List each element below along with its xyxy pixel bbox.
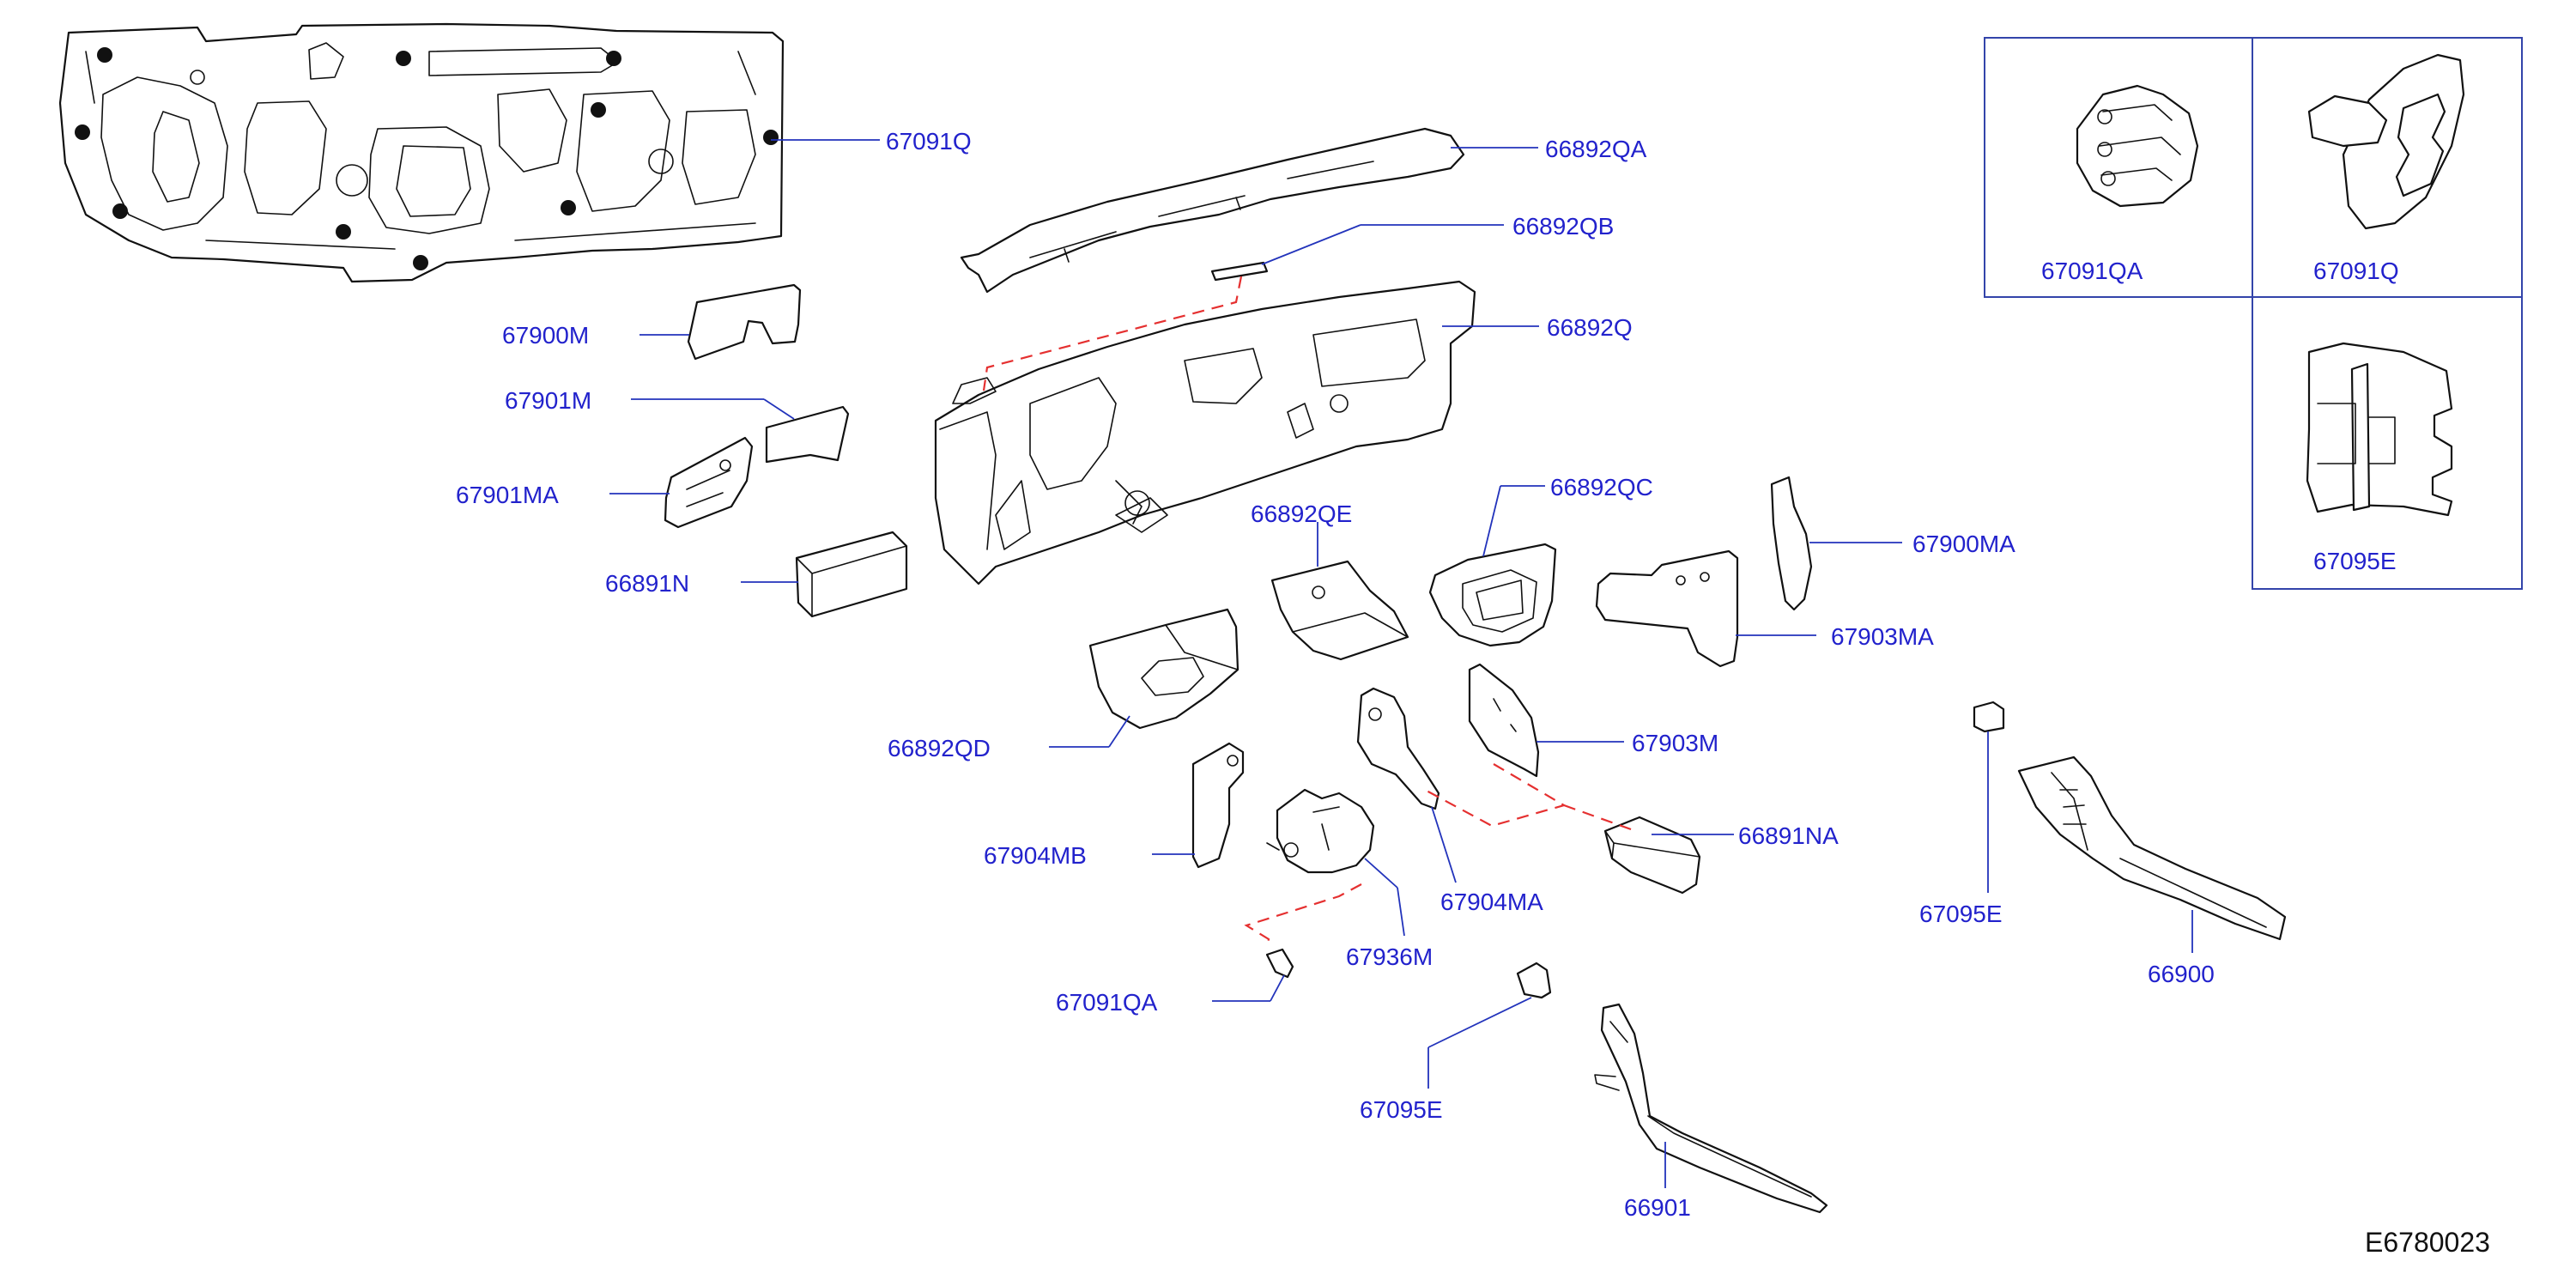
label-67904MB[interactable]: 67904MB (984, 842, 1087, 869)
inset-clip-67091QA (2076, 84, 2199, 208)
part-67095E-left (1516, 962, 1552, 999)
label-67900M[interactable]: 67900M (502, 322, 589, 349)
label-66891NA[interactable]: 66891NA (1738, 822, 1839, 849)
label-67903M[interactable]: 67903M (1632, 730, 1718, 756)
part-67900M (687, 283, 802, 361)
label-67091QA[interactable]: 67091QA (1056, 989, 1158, 1016)
label-67901M[interactable]: 67901M (505, 387, 591, 414)
part-67903M (1468, 663, 1540, 778)
label-67900MA[interactable]: 67900MA (1912, 531, 2015, 557)
part-66891N (795, 531, 908, 618)
part-66900 (2017, 755, 2287, 941)
part-67904MA (1356, 687, 1440, 810)
label-67901MA[interactable]: 67901MA (456, 482, 559, 508)
part-67903MA (1595, 549, 1739, 668)
part-66891NA (1603, 816, 1701, 895)
label-66891N[interactable]: 66891N (605, 570, 689, 597)
label-66892QC[interactable]: 66892QC (1550, 474, 1653, 500)
label-66900[interactable]: 66900 (2148, 961, 2215, 987)
dash-insulator-panel (58, 22, 785, 283)
part-67091QA (1265, 948, 1294, 979)
inset-label-67095E[interactable]: 67095E (2313, 548, 2397, 574)
label-66901[interactable]: 66901 (1624, 1194, 1691, 1221)
label-67095E-left[interactable]: 67095E (1360, 1096, 1443, 1123)
inset-label-67091QA[interactable]: 67091QA (2041, 258, 2143, 284)
part-66892Q (934, 280, 1476, 585)
inset-label-67091Q[interactable]: 67091Q (2313, 258, 2399, 284)
label-67091Q[interactable]: 67091Q (886, 128, 972, 155)
part-66892QC (1428, 543, 1557, 647)
part-66901 (1594, 1003, 1828, 1214)
label-67095E-right[interactable]: 67095E (1919, 901, 2003, 927)
part-67095E-right (1973, 701, 2005, 733)
label-66892QB[interactable]: 66892QB (1512, 213, 1614, 240)
label-66892QE[interactable]: 66892QE (1251, 500, 1352, 527)
part-67904MB (1191, 742, 1245, 869)
part-66892QE (1270, 560, 1409, 661)
part-66892QB (1210, 261, 1269, 282)
inset-clip-67091Q (2307, 53, 2465, 230)
label-66892Q[interactable]: 66892Q (1547, 314, 1633, 341)
label-67903MA[interactable]: 67903MA (1831, 623, 1934, 650)
label-67936M[interactable]: 67936M (1346, 943, 1433, 970)
inset-clip-67095E (2306, 342, 2453, 517)
part-66892QA (960, 127, 1465, 294)
part-67936M (1266, 788, 1375, 874)
diagram-code: E6780023 (2365, 1227, 2490, 1258)
label-67904MA[interactable]: 67904MA (1440, 889, 1543, 915)
part-67900MA (1770, 476, 1813, 611)
label-66892QD[interactable]: 66892QD (888, 735, 991, 761)
inset-clips: 67091QA 67091Q 67095E (1984, 37, 2523, 590)
part-67901MA (664, 436, 754, 529)
label-66892QA[interactable]: 66892QA (1545, 136, 1647, 162)
part-67901M (765, 405, 850, 464)
part-66892QD (1088, 608, 1240, 730)
